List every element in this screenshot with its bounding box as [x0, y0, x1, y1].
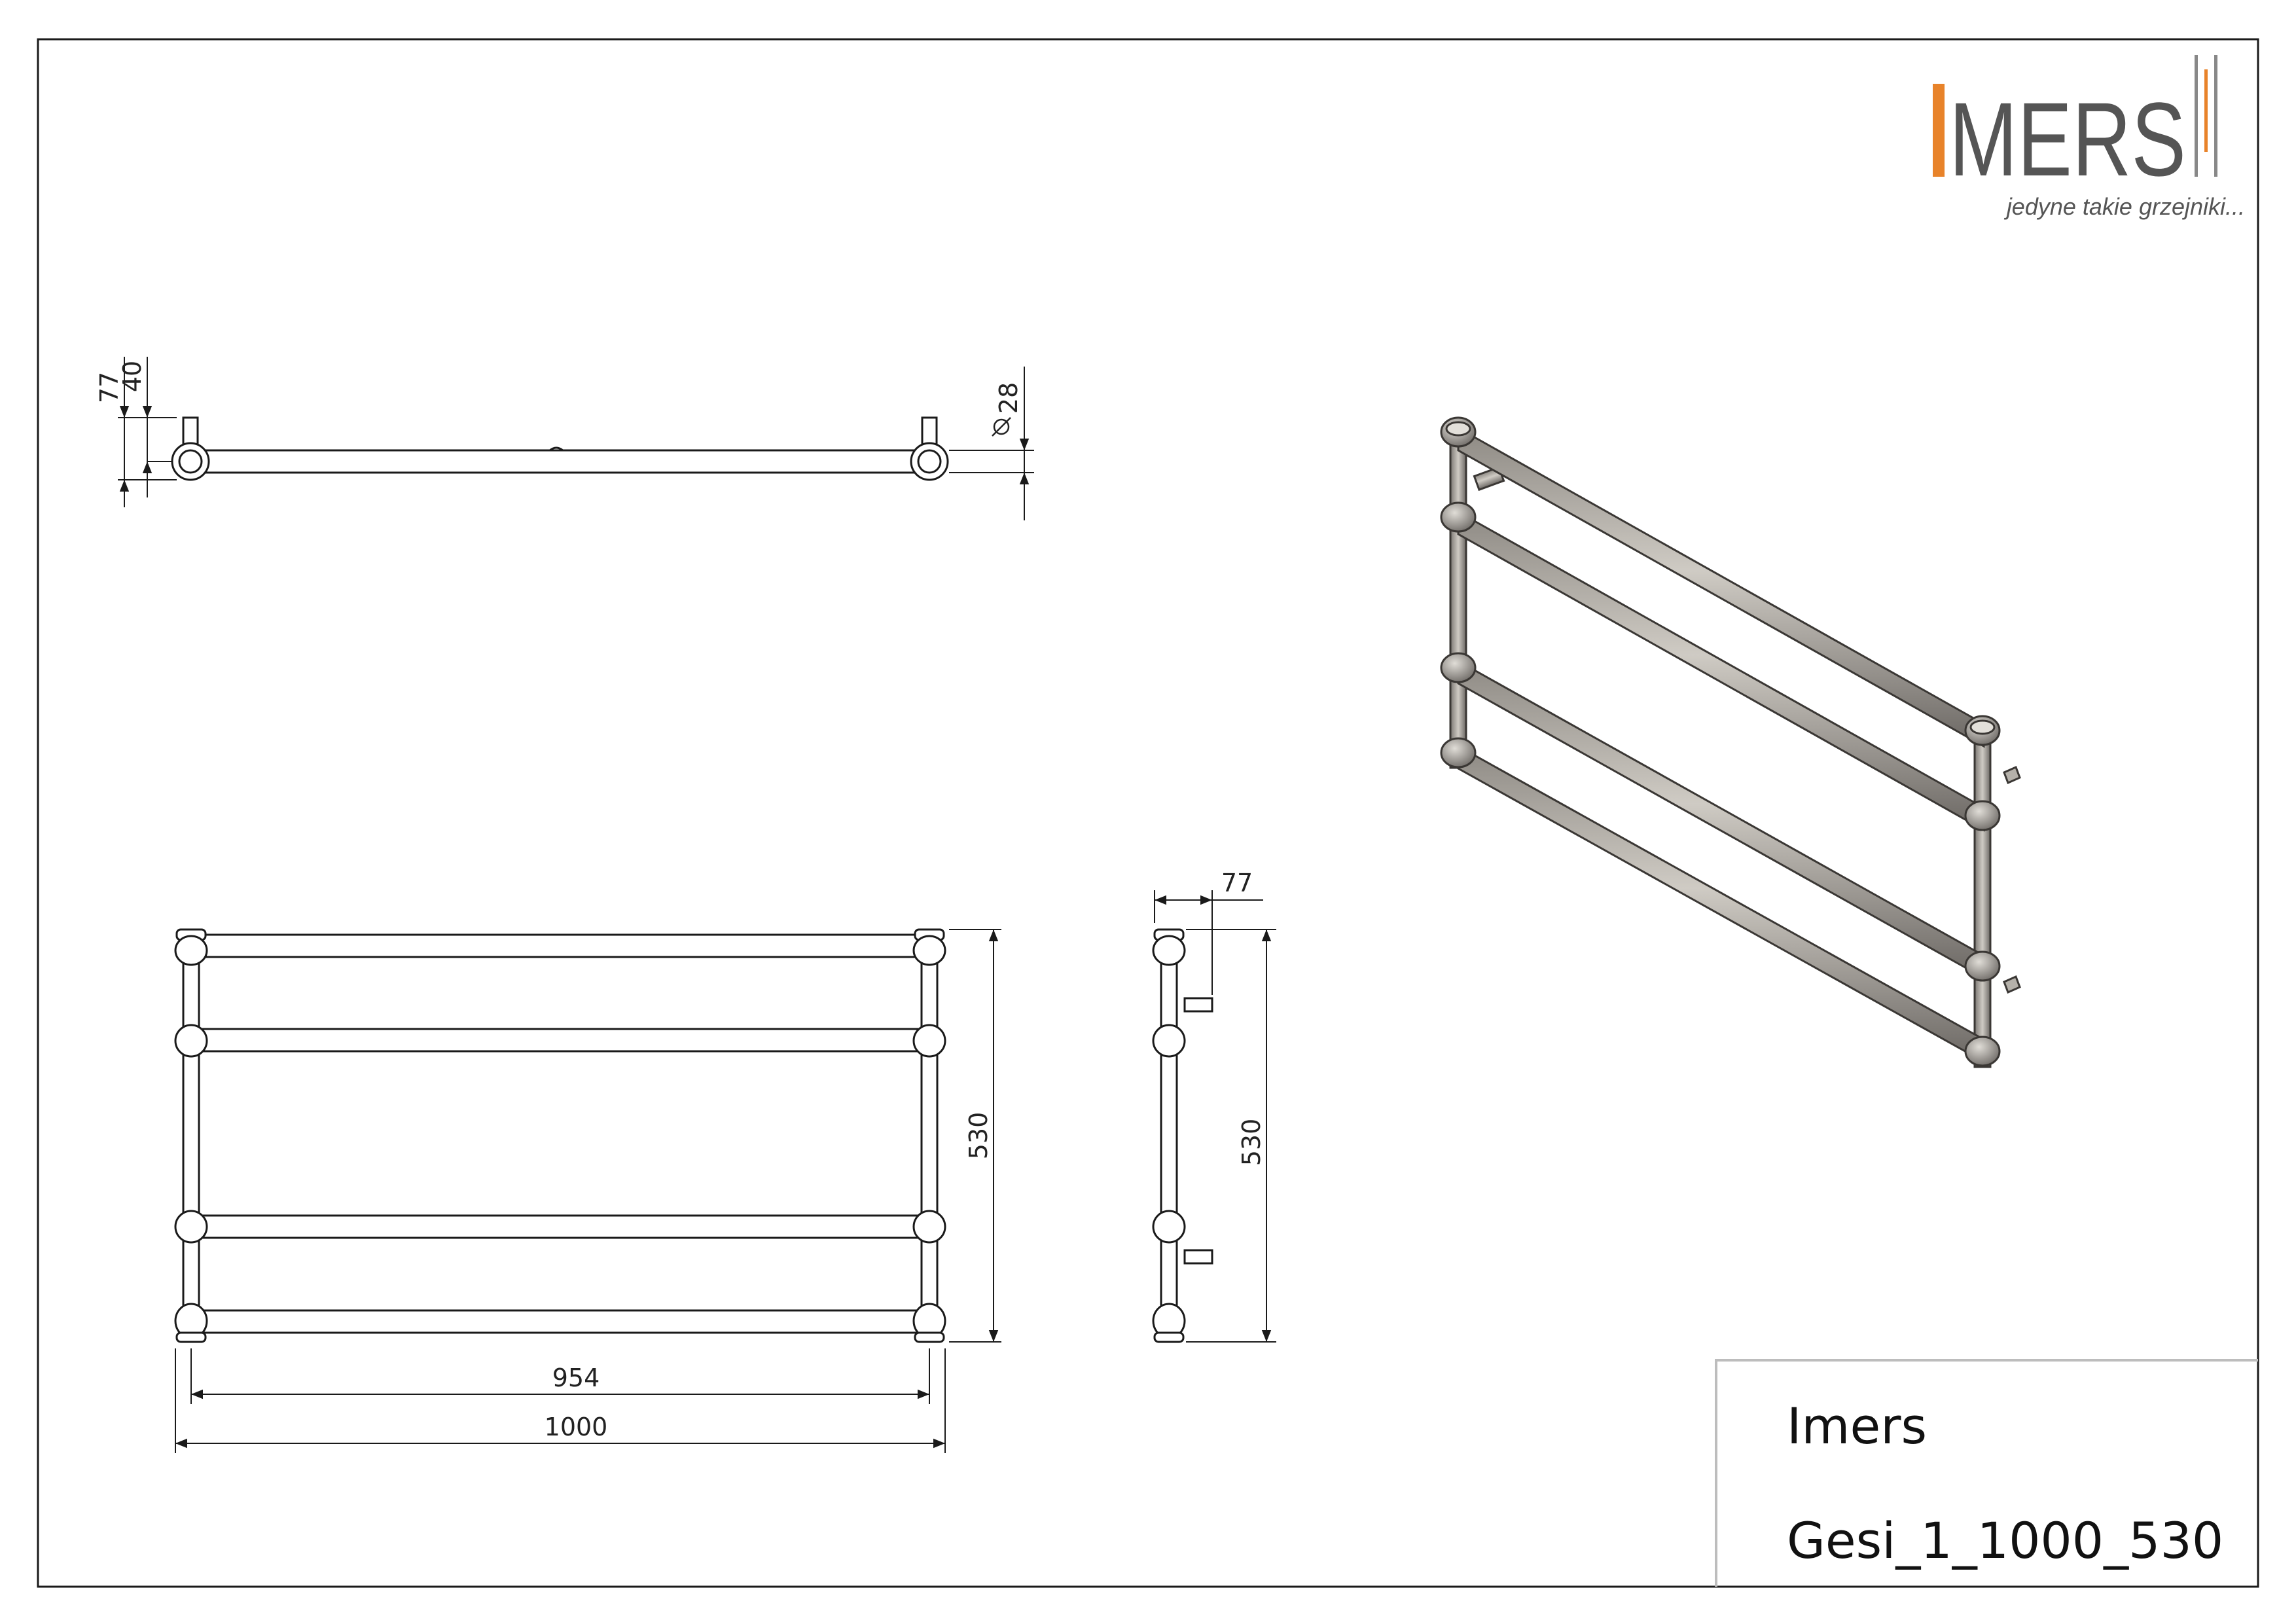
dim-side-height: 530: [1237, 1119, 1266, 1166]
diameter-symbol-icon: [992, 417, 1011, 437]
side-view: [1152, 928, 1213, 1343]
logo-accent-bar: [1933, 84, 1945, 177]
front-view-height-dim: [949, 929, 1001, 1343]
title-block-model: Gesi_1_1000_530: [1787, 1511, 2223, 1570]
dim-side-depth: 77: [1221, 869, 1253, 897]
isometric-view: [1440, 416, 2021, 1068]
top-view: [171, 416, 949, 481]
logo-stripes-icon: [2195, 55, 2217, 177]
wall-bracket-lower: [1183, 1249, 1213, 1265]
rail-3: [198, 1214, 923, 1239]
front-view: [174, 928, 946, 1343]
dim-top-depth-total: 77: [95, 372, 124, 403]
title-block-company: Imers: [1787, 1397, 1927, 1455]
rail-1: [198, 933, 923, 958]
dim-front-axis-width: 954: [552, 1363, 600, 1392]
wall-bracket-upper: [1183, 997, 1213, 1013]
logo-wordmark: MERS: [1949, 81, 2186, 198]
drawing-frame: [37, 38, 2259, 1588]
dim-top-tube-diameter: 28: [994, 382, 1023, 414]
rail-2: [198, 1028, 923, 1053]
top-view-diameter-dim: [949, 367, 1034, 520]
brand-logo: MERS jedyne takie grzejniki...: [1933, 55, 2245, 220]
side-view-dims: [1154, 890, 1276, 1343]
logo-tagline: jedyne takie grzejniki...: [2003, 193, 2245, 220]
rail-4: [198, 1309, 923, 1334]
dim-front-height: 530: [964, 1112, 993, 1160]
dim-top-depth-axis: 40: [118, 361, 147, 392]
dim-front-total-width: 1000: [545, 1413, 608, 1441]
top-view-depth-dims: [118, 357, 177, 507]
front-view-width-dims: [175, 1348, 946, 1453]
title-block: Imers Gesi_1_1000_530: [1715, 1359, 2258, 1587]
